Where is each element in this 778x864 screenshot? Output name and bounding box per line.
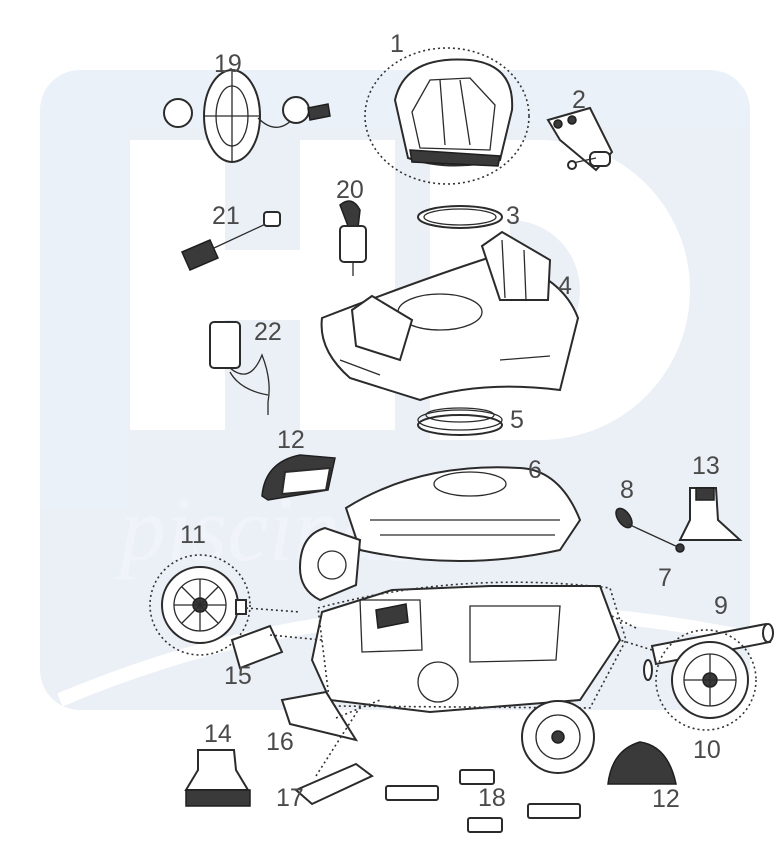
part-8-axle-pin <box>615 507 685 553</box>
callout-2: 2 <box>572 86 586 114</box>
part-20-connector <box>339 200 367 276</box>
part-12-side-cap-upper <box>261 454 336 501</box>
part-3-oring <box>417 205 503 229</box>
callout-1: 1 <box>390 30 404 58</box>
callout-21: 21 <box>212 202 240 230</box>
callout-6: 6 <box>528 456 542 484</box>
callout-12-lower: 12 <box>652 785 680 813</box>
callout-3: 3 <box>506 202 520 230</box>
part-2-latch <box>546 106 614 172</box>
part-1-top-cover <box>364 47 530 185</box>
callout-16: 16 <box>266 728 294 756</box>
callout-18: 18 <box>478 784 506 812</box>
callout-19: 19 <box>214 50 242 78</box>
part-12-side-cap-lower <box>607 741 677 785</box>
callout-5: 5 <box>510 406 524 434</box>
part-21-cable-plug <box>181 211 281 271</box>
part-16-blade <box>280 690 359 742</box>
callout-14: 14 <box>204 720 232 748</box>
callout-12-upper: 12 <box>277 426 305 454</box>
part-4-top-housing <box>320 230 580 402</box>
callout-11: 11 <box>180 521 206 549</box>
callout-13: 13 <box>692 452 720 480</box>
part-18-clips <box>385 769 581 833</box>
callout-4: 4 <box>558 272 572 300</box>
callout-20: 20 <box>336 176 364 204</box>
chassis-wheel-front <box>521 700 595 774</box>
part-5-impeller <box>417 407 503 436</box>
callout-22: 22 <box>254 318 282 346</box>
callout-9: 9 <box>714 592 728 620</box>
part-15-guide <box>230 624 284 670</box>
part-11-wheel-left <box>149 554 251 656</box>
callout-17: 17 <box>276 784 304 812</box>
part-19-swivel <box>163 69 331 163</box>
callout-7: 7 <box>658 564 672 592</box>
part-6-chassis-cover <box>298 466 582 602</box>
part-10-wheel-right <box>643 629 757 731</box>
part-7-chassis <box>310 581 627 714</box>
part-14-brush <box>184 749 251 807</box>
part-22-power-supply <box>209 321 270 415</box>
callout-15: 15 <box>224 662 252 690</box>
callout-10: 10 <box>693 736 721 764</box>
callout-8: 8 <box>620 476 634 504</box>
part-17-flap <box>294 762 374 806</box>
part-13-bracket <box>678 487 743 541</box>
